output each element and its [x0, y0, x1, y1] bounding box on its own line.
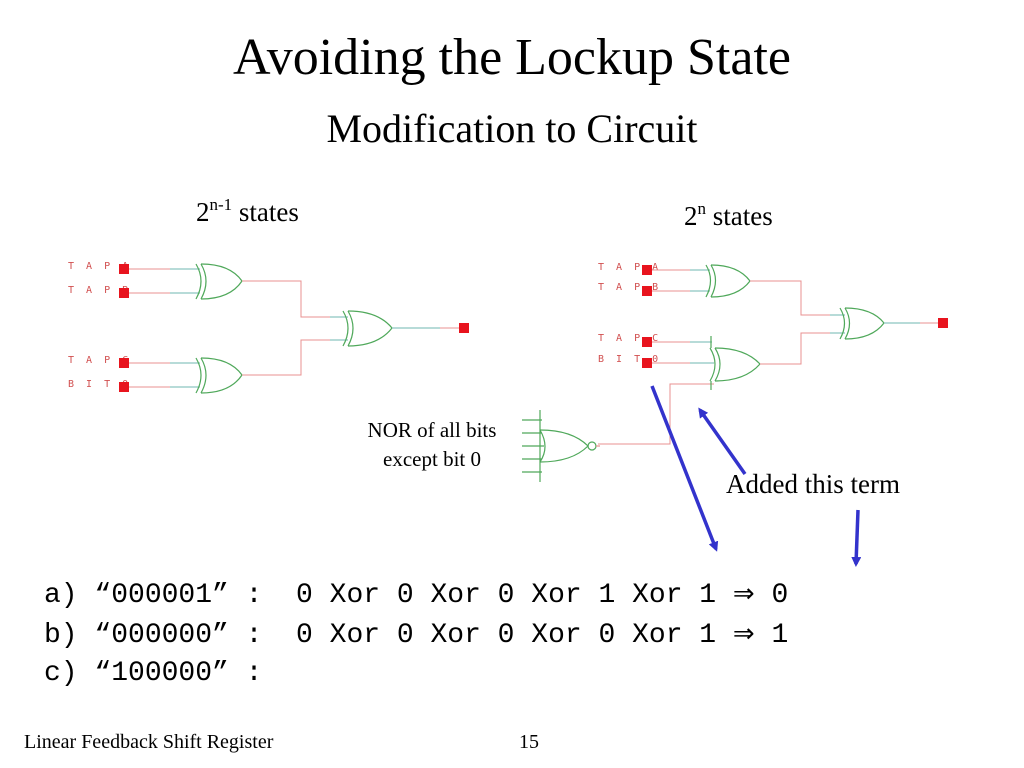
example-line-a: a) “000001” : 0 Xor 0 Xor 0 Xor 1 Xor 1 …: [44, 574, 788, 616]
right-xor-gate-final: [839, 307, 885, 340]
left-states-base: 2: [196, 197, 210, 227]
left-xor-gate-1: [195, 263, 243, 300]
example-line-c: c) “100000” :: [44, 654, 262, 694]
right-label-tapa: T A P A: [598, 262, 661, 273]
annotation-arrows: [650, 385, 862, 567]
right-circuit: T A P A T A P B T A P C B I T 0: [598, 262, 948, 445]
left-pin-tapa: [119, 264, 129, 274]
right-states-exponent: n: [697, 199, 707, 218]
nor-annotation-line2: except bit 0: [383, 447, 481, 471]
left-pin-tapc: [119, 358, 129, 368]
left-circuit: T A P A T A P B T A P C B I T 0: [68, 261, 469, 394]
left-label-tapa: T A P A: [68, 261, 131, 272]
example-b-text: b) “000000” : 0 Xor 0 Xor 0 Xor 0 Xor 1: [44, 620, 733, 651]
example-a-result: 0: [754, 580, 789, 611]
example-b-result: 1: [754, 620, 789, 651]
implies-arrow-icon: ⇒: [732, 619, 755, 649]
left-pin-tapb: [119, 288, 129, 298]
right-states-word: states: [706, 201, 773, 231]
slide-title: Avoiding the Lockup State: [233, 29, 791, 86]
left-label-tapc: T A P C: [68, 355, 131, 366]
added-term-annotation: Added this term: [726, 469, 900, 499]
example-c-text: c) “100000” :: [44, 658, 263, 689]
right-states-label: 2n states: [684, 200, 773, 232]
right-xor-gate-3input: [709, 336, 761, 390]
right-label-tapb: T A P B: [598, 282, 661, 293]
arrow-to-example-a: [650, 385, 719, 552]
left-states-exponent: n-1: [209, 195, 233, 214]
right-pin-bit0: [642, 358, 652, 368]
example-a-text: a) “000001” : 0 Xor 0 Xor 0 Xor 1 Xor 1: [44, 580, 733, 611]
footer-title: Linear Feedback Shift Register: [24, 731, 274, 753]
left-xor-gate-final: [342, 310, 393, 347]
right-pin-tapb: [642, 286, 652, 296]
left-label-bit0: B I T 0: [68, 379, 131, 390]
left-xor-gate-2: [195, 357, 243, 394]
right-xor-gate-1: [705, 264, 751, 298]
left-states-label: 2n-1 states: [196, 196, 299, 228]
nor-gate: [522, 410, 600, 482]
implies-arrow-icon: ⇒: [732, 579, 755, 609]
right-pin-tapa: [642, 265, 652, 275]
left-pin-bit0: [119, 382, 129, 392]
arrow-to-xor-1: [851, 509, 862, 567]
left-states-word: states: [232, 197, 299, 227]
left-output-pin: [459, 323, 469, 333]
right-output-pin: [938, 318, 948, 328]
page-number: 15: [519, 731, 539, 753]
arrow-to-added-term: [698, 407, 747, 476]
right-states-base: 2: [684, 201, 698, 231]
left-label-tapb: T A P B: [68, 285, 131, 296]
right-label-tapc: T A P C: [598, 333, 661, 344]
slide-subtitle: Modification to Circuit: [326, 106, 698, 151]
right-label-bit0: B I T 0: [598, 354, 661, 365]
nor-annotation: NOR of all bits except bit 0: [342, 416, 522, 474]
nor-annotation-line1: NOR of all bits: [367, 418, 497, 442]
example-line-b: b) “000000” : 0 Xor 0 Xor 0 Xor 0 Xor 1 …: [44, 614, 788, 656]
right-pin-tapc: [642, 337, 652, 347]
